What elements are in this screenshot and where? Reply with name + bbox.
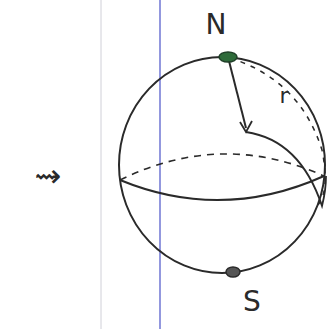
south-pole-dot xyxy=(226,267,240,277)
pole-label: S xyxy=(243,288,261,316)
meridian-back xyxy=(230,58,325,205)
sphere-outline xyxy=(119,57,325,273)
radius-label: r xyxy=(279,85,288,107)
equator-front xyxy=(120,176,324,200)
meridian-front xyxy=(246,132,326,206)
pole-label: N xyxy=(206,11,227,39)
meridian-line xyxy=(228,57,246,128)
ruled-line xyxy=(101,0,102,329)
north-pole-dot xyxy=(219,52,237,62)
map-symbol: ⇝ xyxy=(35,160,62,192)
arrow-tip xyxy=(240,121,252,132)
equator-back xyxy=(120,154,324,180)
